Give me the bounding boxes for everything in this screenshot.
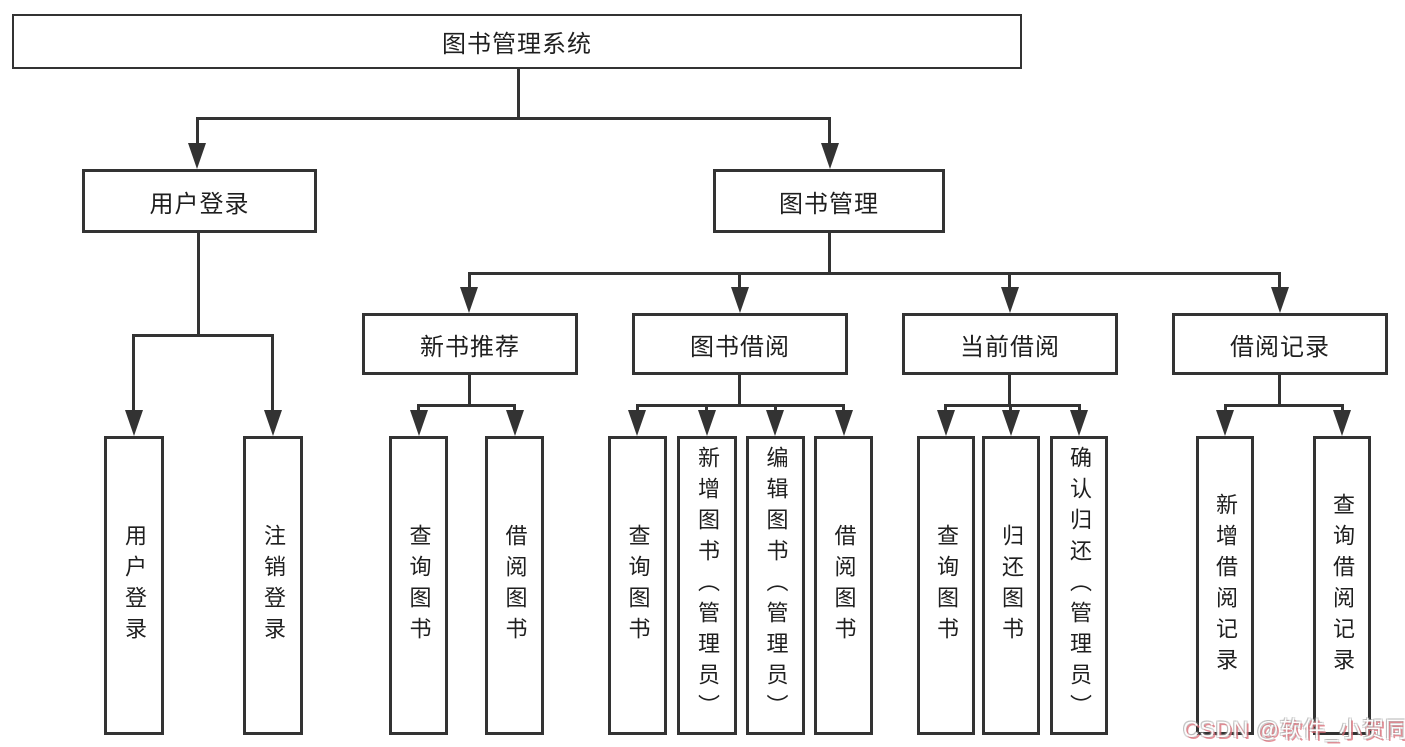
connector-br-query-drop <box>1341 404 1344 414</box>
node-borrow-records-label: 借阅记录 <box>1230 333 1330 361</box>
arrowhead-nb-borrow <box>506 410 524 436</box>
connector-user-login-drop <box>196 117 199 146</box>
connector-root-stem <box>517 69 520 118</box>
arrowhead-leaf-user-login <box>125 410 143 436</box>
arrowhead-current-borrow <box>1001 287 1019 313</box>
leaf-cb-return-books-label: 归还图书 <box>999 523 1024 648</box>
node-book-borrowing: 图书借阅 <box>632 313 848 375</box>
node-book-management-label: 图书管理 <box>779 190 879 218</box>
arrowhead-bb-edit <box>766 410 784 436</box>
connector-bb-borrow-drop <box>842 404 845 414</box>
arrowhead-br-add <box>1216 410 1234 436</box>
node-user-login-label: 用户登录 <box>149 190 250 218</box>
leaf-cb-confirm-return-admin: 确认归还（管理员） <box>1050 436 1108 735</box>
leaf-logout-label: 注销登录 <box>261 523 286 648</box>
node-current-borrowing-label: 当前借阅 <box>960 333 1060 361</box>
node-library-system: 图书管理系统 <box>12 14 1022 69</box>
node-user-login: 用户登录 <box>82 169 317 233</box>
leaf-cb-return-books: 归还图书 <box>982 436 1040 735</box>
leaf-user-login: 用户登录 <box>104 436 164 735</box>
leaf-bb-edit-books-admin-label: 编辑图书（管理员） <box>763 446 789 725</box>
arrowhead-cb-confirm <box>1070 410 1088 436</box>
connector-nb-query-drop <box>417 404 420 414</box>
leaf-bb-edit-books-admin: 编辑图书（管理员） <box>746 436 805 735</box>
connector-borrow-records-bar <box>1224 404 1344 407</box>
leaf-bb-query-books: 查询图书 <box>608 436 667 735</box>
connector-root-bar <box>196 117 831 120</box>
arrowhead-cb-query <box>937 410 955 436</box>
arrowhead-new-books <box>460 287 478 313</box>
connector-current-borrow-bar <box>944 404 1081 407</box>
arrowhead-user-login <box>188 143 206 169</box>
connector-bb-query-drop <box>636 404 639 414</box>
leaf-br-query-record: 查询借阅记录 <box>1313 436 1371 735</box>
connector-user-login-stem <box>197 233 200 337</box>
connector-br-add-drop <box>1224 404 1227 414</box>
connector-leaf-user-login-drop <box>132 334 135 412</box>
leaf-bb-add-books-admin: 新增图书（管理员） <box>677 436 737 735</box>
connector-current-borrow-drop <box>1008 272 1011 290</box>
connector-book-borrow-bar <box>636 404 845 407</box>
leaf-bb-add-books-admin-label: 新增图书（管理员） <box>695 446 720 725</box>
node-current-borrowing: 当前借阅 <box>902 313 1118 375</box>
node-book-management: 图书管理 <box>713 169 945 233</box>
leaf-br-add-record-label: 新增借阅记录 <box>1213 492 1238 679</box>
arrowhead-cb-return <box>1002 410 1020 436</box>
leaf-br-query-record-label: 查询借阅记录 <box>1330 492 1355 679</box>
connector-book-borrow-drop <box>738 272 741 290</box>
node-book-borrowing-label: 图书借阅 <box>690 333 790 361</box>
connector-bb-edit-drop <box>774 404 777 414</box>
connector-borrow-records-stem <box>1278 375 1281 406</box>
leaf-nb-borrow-books: 借阅图书 <box>485 436 544 735</box>
connector-leaf-logout-drop <box>271 334 274 412</box>
connector-nb-borrow-drop <box>513 404 516 414</box>
arrowhead-bb-query <box>628 410 646 436</box>
connector-new-books-bar <box>417 404 516 407</box>
leaf-nb-query-books: 查询图书 <box>389 436 448 735</box>
connector-user-login-bar <box>132 334 274 337</box>
leaf-nb-borrow-books-label: 借阅图书 <box>502 523 528 648</box>
leaf-cb-query-books-label: 查询图书 <box>934 523 959 648</box>
leaf-logout: 注销登录 <box>243 436 303 735</box>
node-new-book-recommend-label: 新书推荐 <box>420 333 520 361</box>
leaf-bb-borrow-books: 借阅图书 <box>814 436 873 735</box>
connector-book-mgmt-bar <box>468 272 1281 275</box>
arrowhead-leaf-logout <box>264 410 282 436</box>
arrowhead-book-borrow <box>731 287 749 313</box>
leaf-cb-query-books: 查询图书 <box>917 436 975 735</box>
connector-cb-return-drop <box>1009 404 1012 414</box>
leaf-bb-borrow-books-label: 借阅图书 <box>831 523 857 648</box>
arrowhead-borrow-records <box>1271 287 1289 313</box>
connector-borrow-records-drop <box>1278 272 1281 290</box>
leaf-bb-query-books-label: 查询图书 <box>625 523 651 648</box>
arrowhead-bb-borrow <box>835 410 853 436</box>
connector-book-mgmt-drop <box>828 117 831 146</box>
arrowhead-bb-add <box>698 410 716 436</box>
connector-cb-query-drop <box>944 404 947 414</box>
connector-current-borrow-stem <box>1008 375 1011 406</box>
node-new-book-recommend: 新书推荐 <box>362 313 578 375</box>
connector-new-books-drop <box>468 272 471 290</box>
connector-book-mgmt-stem <box>828 233 831 274</box>
leaf-br-add-record: 新增借阅记录 <box>1196 436 1254 735</box>
leaf-nb-query-books-label: 查询图书 <box>406 523 432 648</box>
arrowhead-nb-query <box>410 410 428 436</box>
leaf-cb-confirm-return-admin-label: 确认归还（管理员） <box>1067 446 1092 725</box>
connector-cb-confirm-drop <box>1078 404 1081 414</box>
node-library-system-label: 图书管理系统 <box>442 31 592 58</box>
node-borrow-records: 借阅记录 <box>1172 313 1388 375</box>
connector-bb-add-drop <box>705 404 708 414</box>
csdn-watermark: CSDN @软件_小贺同学 <box>1183 717 1405 742</box>
arrowhead-book-mgmt <box>821 143 839 169</box>
connector-book-borrow-stem <box>738 375 741 406</box>
connector-new-books-stem <box>468 375 471 406</box>
arrowhead-br-query <box>1333 410 1351 436</box>
leaf-user-login-label: 用户登录 <box>122 523 147 648</box>
